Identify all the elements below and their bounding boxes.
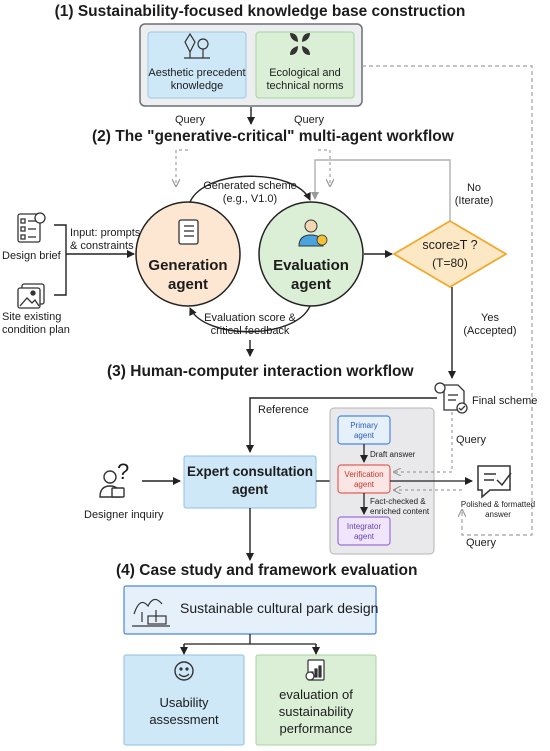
polished-answer-icon — [477, 465, 512, 499]
iterate-label: (Iterate) — [454, 195, 494, 207]
report-chart-icon — [305, 659, 325, 681]
park-design-label: Sustainable cultural park design — [180, 600, 379, 616]
accepted-label: (Accepted) — [463, 325, 517, 337]
fact-checked-label-1: Fact-checked & — [370, 497, 426, 506]
feedback-label-1: Evaluation score & — [204, 312, 296, 324]
usability-label-2: assessment — [149, 712, 219, 727]
trees-icon — [184, 32, 210, 59]
generated-scheme-label-1: Generated scheme — [203, 180, 297, 192]
fact-checked-label-2: enriched content — [370, 507, 430, 516]
reference-label: Reference — [258, 404, 309, 416]
design-brief-label: Design brief — [2, 250, 61, 262]
design-brief-icon — [17, 212, 46, 243]
aesthetic-knowledge-label-2: knowledge — [170, 80, 224, 92]
query-loop-right — [362, 65, 533, 536]
sustainability-label-3: performance — [279, 721, 353, 736]
expert-agent-label-2: agent — [231, 482, 268, 497]
site-plan-label-2: condition plan — [2, 324, 70, 336]
query-label-left: Query — [175, 114, 205, 126]
document-checklist-icon — [178, 219, 199, 245]
designer-inquiry-label: Designer inquiry — [84, 509, 164, 521]
verification-agent-label-2: agent — [353, 480, 375, 489]
final-scheme-icon — [434, 382, 468, 414]
usability-label-1: Usability — [159, 695, 209, 710]
aesthetic-knowledge-label-1: Aesthetic precedent — [148, 67, 246, 79]
verification-agent-label-1: Verification — [344, 470, 384, 479]
sustainability-label-2: sustainability — [278, 704, 354, 719]
polished-answer-label-1: Polished & formatted — [460, 500, 536, 509]
generation-agent-label-1: Generation — [148, 257, 228, 274]
integrator-agent-box — [337, 516, 391, 546]
usability-box — [123, 654, 245, 746]
no-label: No — [466, 182, 482, 194]
evaluator-person-icon — [298, 219, 328, 247]
ecological-norms-label-1: Ecological and — [269, 67, 341, 79]
evaluation-agent-circle — [258, 201, 364, 307]
park-scene-icon — [132, 598, 170, 627]
query-label-right: Query — [294, 114, 324, 126]
expert-agent-label-1: Expert consultation — [186, 464, 313, 479]
evaluation-agent-label-1: Evaluation — [273, 257, 349, 274]
decision-diamond — [392, 219, 508, 289]
query-label-bottom: Query — [466, 537, 496, 549]
input-label-1: Input: prompts — [70, 227, 141, 239]
query-label-mid: Query — [456, 434, 486, 446]
section-4-title: (4) Case study and framework evaluation — [116, 562, 418, 579]
site-plan-image-icon — [17, 283, 45, 309]
decision-label-1: score≥T ? — [422, 238, 478, 252]
question-mark-icon: ? — [117, 459, 130, 484]
smiley-icon — [174, 661, 194, 681]
final-scheme-label: Final scheme — [472, 395, 538, 407]
generation-agent-label-2: agent — [167, 276, 208, 293]
evaluation-agent-label-2: agent — [290, 276, 331, 293]
sustainability-box — [255, 654, 377, 746]
section-1-title: (1) Sustainability-focused knowledge bas… — [54, 3, 466, 20]
sustainability-label-1: evaluation of — [279, 687, 353, 702]
section-2-title: (2) The "generative-critical" multi-agen… — [92, 128, 454, 145]
generated-scheme-label-2: (e.g., V1.0) — [222, 193, 278, 205]
section-3-title: (3) Human-computer interaction workflow — [107, 363, 414, 380]
yes-label: Yes — [481, 312, 499, 324]
aesthetic-knowledge-box — [147, 31, 247, 99]
primary-agent-label-2: agent — [353, 431, 375, 440]
integrator-agent-label-1: Integrator — [346, 522, 382, 531]
site-plan-label-1: Site existing — [2, 311, 62, 323]
ecological-norms-box — [255, 31, 355, 99]
integrator-agent-label-2: agent — [353, 532, 375, 541]
designer-inquiry-icon — [99, 470, 125, 498]
feedback-label-2: critical feedback — [210, 325, 290, 337]
generation-agent-circle — [135, 201, 241, 307]
decision-label-2: (T=80) — [432, 256, 468, 270]
input-label-2: & constraints — [70, 240, 134, 252]
draft-answer-label: Draft answer — [370, 450, 416, 459]
polished-answer-label-2: answer — [485, 510, 511, 519]
leaves-icon — [290, 33, 310, 55]
primary-agent-label-1: Primary — [350, 421, 378, 430]
ecological-norms-label-2: technical norms — [266, 80, 344, 92]
